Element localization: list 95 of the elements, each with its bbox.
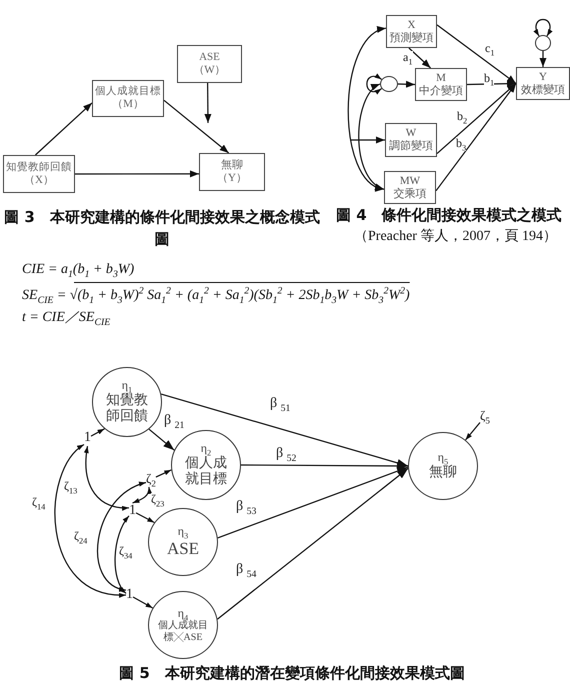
variable-name: 無聊 (221, 159, 243, 172)
variable-box (385, 123, 437, 157)
arrow (436, 24, 516, 84)
variable-name: 效標變項 (521, 84, 565, 96)
variable-symbol: W (406, 127, 416, 140)
variable-name: 中介變項 (419, 84, 463, 98)
variable-box (177, 45, 242, 83)
arrow (436, 83, 516, 192)
path-label: a$_{1}$ (403, 51, 413, 65)
variable-name: ASE (199, 51, 220, 64)
variable-name: 個人成就目標 (95, 86, 161, 98)
path-label: b$_{2}$ (457, 110, 468, 124)
arrow (35, 102, 92, 156)
variable-name: 無聊 (429, 464, 457, 481)
variable-name: 預測變項 (390, 32, 434, 44)
formula: SE$_{CIE}$ = √(b$_{1}$ + b$_{3}$W)$^{2}$ Sa$_{1}$$^{2}$ + (a$_{1}$$^{2}$ + Sa$_{1}$$^{2}$)(Sb$_{1}$$^{2}$ + 2Sb$_{1}$b$_{3}$W + Sb$_{3}$$^{2}$W$^{2}$) (22, 284, 410, 308)
arrow (398, 80, 416, 88)
variable-box (386, 15, 437, 48)
arrow (540, 51, 546, 67)
covariance-arrow (114, 516, 130, 594)
disturbance-label: ζ$_{5}$ (480, 409, 490, 424)
variable-symbol: （W） (193, 64, 226, 77)
residual-circle (380, 76, 398, 92)
variable-name: 交乘項 (394, 188, 426, 200)
arrow (164, 100, 230, 154)
variable-box (92, 80, 164, 117)
variable-name: 個人成就目標╳ASE (157, 620, 209, 644)
variance-loop-arrow (366, 74, 382, 94)
covariance-arrow (96, 482, 146, 591)
variable-box (199, 153, 265, 191)
path-label: ζ$_{13}$ (64, 480, 78, 494)
citation: （Preacher 等人，2007，頁 194） (354, 229, 557, 246)
path-label: β $_{53}$ (236, 499, 256, 516)
variable-symbol: Y (539, 70, 547, 84)
eta-symbol: η$_{3}$ (178, 525, 188, 540)
eta-symbol: η$_{5}$ (438, 451, 448, 465)
fixed-loading-label: 1 (126, 587, 133, 604)
branch-arrow (350, 136, 385, 144)
path-label: b$_{1}$ (484, 72, 494, 86)
variable-name: 知覺教師回饋 (105, 392, 149, 425)
path-label: β $_{51}$ (270, 396, 290, 412)
figure-caption: 圖 3 本研究建構的條件化間接效果之概念模式圖 (3, 207, 321, 250)
eta-symbol: η$_{2}$ (200, 442, 212, 456)
variable-box (415, 68, 467, 101)
formula: t = CIE／SE$_{CIE}$ (22, 310, 110, 326)
variable-name: 調節變項 (389, 140, 433, 153)
arrow (156, 469, 172, 478)
variable-name: ASE (166, 539, 200, 559)
arrow (75, 170, 199, 178)
covariance-arrow (358, 84, 384, 190)
arrow (132, 596, 153, 609)
path-label: ζ$_{23}$ (151, 493, 164, 507)
moderating-arrow (204, 83, 212, 123)
path-label: ζ$_{24}$ (74, 530, 88, 544)
variable-name: 知覺教師回饋 (6, 162, 72, 174)
formula: CIE = a$_{1}$(b$_{1}$ + b$_{3}$W) (22, 262, 134, 278)
variance-loop-arrow (534, 19, 552, 36)
arrow (408, 48, 431, 68)
arrow (241, 462, 408, 470)
variable-symbol: MW (400, 174, 420, 188)
arrow (148, 428, 175, 451)
path-label: β $_{54}$ (236, 562, 256, 578)
variable-symbol: （M） (112, 98, 144, 111)
variable-name: 個人成就目標 (184, 456, 228, 488)
variable-symbol: X (408, 18, 416, 32)
covariance-arrow (54, 444, 126, 597)
eta-symbol: η$_{1}$ (122, 379, 132, 393)
fixed-loading-label: 1 (84, 430, 91, 446)
path-label: ζ$_{34}$ (119, 545, 132, 559)
variable-symbol: （X） (24, 174, 54, 186)
arrow (217, 468, 408, 620)
covariance-arrow (132, 486, 152, 504)
covariance-arrow (348, 28, 386, 190)
covariance-arrow (84, 446, 129, 510)
arrow (136, 512, 155, 524)
variable-symbol: M (436, 72, 446, 84)
variable-box (384, 171, 436, 204)
variable-box (3, 155, 75, 193)
variable-symbol: （Y） (217, 172, 247, 185)
arrow (218, 466, 408, 538)
residual-circle (535, 35, 551, 51)
arrow (90, 428, 105, 437)
arrow (465, 422, 480, 440)
arrow (160, 394, 408, 467)
arrow (466, 80, 516, 88)
path-label: β $_{52}$ (276, 446, 296, 462)
eta-symbol: η$_{4}$ (178, 606, 188, 620)
path-label: ζ$_{14}$ (32, 496, 46, 510)
disturbance-label: ζ$_{2}$ (146, 472, 156, 487)
fixed-loading-label: 1 (129, 503, 136, 520)
path-label: β $_{21}$ (164, 413, 184, 430)
arrow (436, 83, 516, 154)
figure-caption: 圖 4 條件化間接效果模式之模式 (336, 207, 562, 224)
variable-box (516, 67, 570, 100)
path-label: b$_{3}$ (456, 137, 466, 151)
